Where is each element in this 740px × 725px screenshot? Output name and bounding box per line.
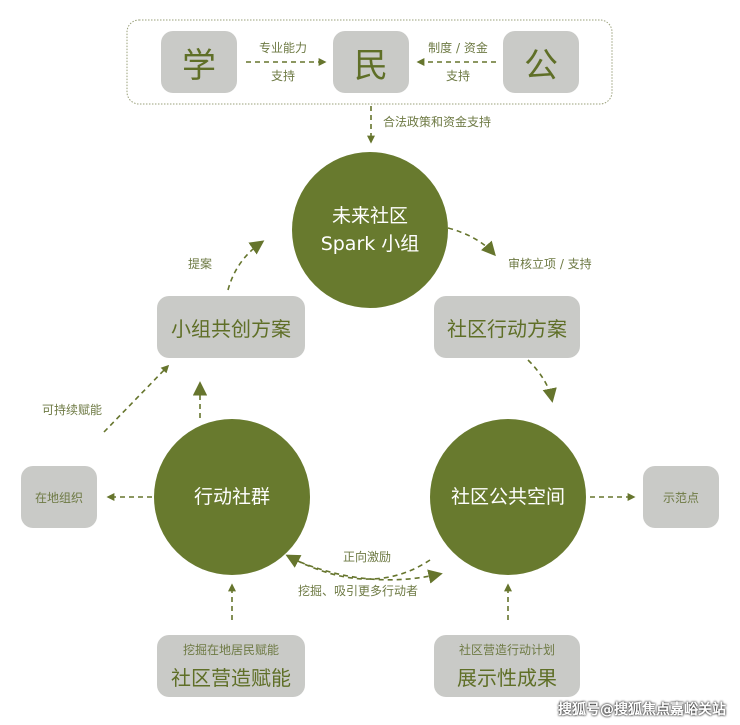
arrow-sustain [103,364,170,433]
box-result-label: 展示性成果 [457,666,557,690]
box-empower-sub: 挖掘在地居民赋能 [182,643,279,657]
arrow-plan-space [527,359,557,403]
label-legal-policy: 合法政策和资金支持 [383,115,492,129]
arrow-proposal [227,240,265,291]
box-demo-label: 示范点 [662,490,699,505]
arrow-attract [285,554,431,580]
box-xue: 学 [161,31,237,93]
group-border [126,19,613,105]
box-min: 民 [333,31,409,93]
circle-top-line1: 未来社区 [331,205,408,227]
circle-action-community: 行动社群 [154,419,310,575]
box-action-plan: 社区行动方案 [434,296,580,358]
label-support-left: 支持 [270,69,295,83]
label-sustain: 可持续赋能 [42,403,103,417]
box-result-sub: 社区营造行动计划 [458,643,555,657]
arrow-positive [299,561,443,584]
label-policy-fund: 制度 / 资金 [428,41,488,55]
box-local-org-label: 在地组织 [34,490,83,505]
circle-public-space: 社区公共空间 [430,419,586,575]
arrow-review [447,227,496,257]
box-action-plan-label: 社区行动方案 [447,316,567,341]
label-proposal: 提案 [188,257,213,271]
watermark: 搜狐号@搜狐焦点嘉峪关站 [558,702,726,718]
circle-spark-group: 未来社区 Spark 小组 [292,152,448,308]
label-review: 审核立项 / 支持 [508,257,592,271]
box-min-label: 民 [354,45,388,86]
label-professional: 专业能力 [258,41,307,55]
box-co-plan-label: 小组共创方案 [171,316,291,341]
circle-right-label: 社区公共空间 [450,486,565,508]
label-positive: 正向激励 [343,550,392,564]
box-empower: 挖掘在地居民赋能 社区营造赋能 [157,635,305,697]
box-empower-label: 社区营造赋能 [171,666,291,690]
box-co-plan: 小组共创方案 [157,296,305,358]
box-gong-label: 公 [524,45,558,86]
box-local-org: 在地组织 [21,466,97,528]
circle-top-line2: Spark 小组 [320,233,420,255]
box-xue-label: 学 [182,45,216,86]
box-result: 社区营造行动计划 展示性成果 [434,635,580,697]
circle-left-label: 行动社群 [193,486,270,508]
label-attract: 挖掘、吸引更多行动者 [298,584,419,598]
box-demo: 示范点 [643,466,719,528]
box-gong: 公 [503,31,579,93]
label-support-right: 支持 [445,69,470,83]
